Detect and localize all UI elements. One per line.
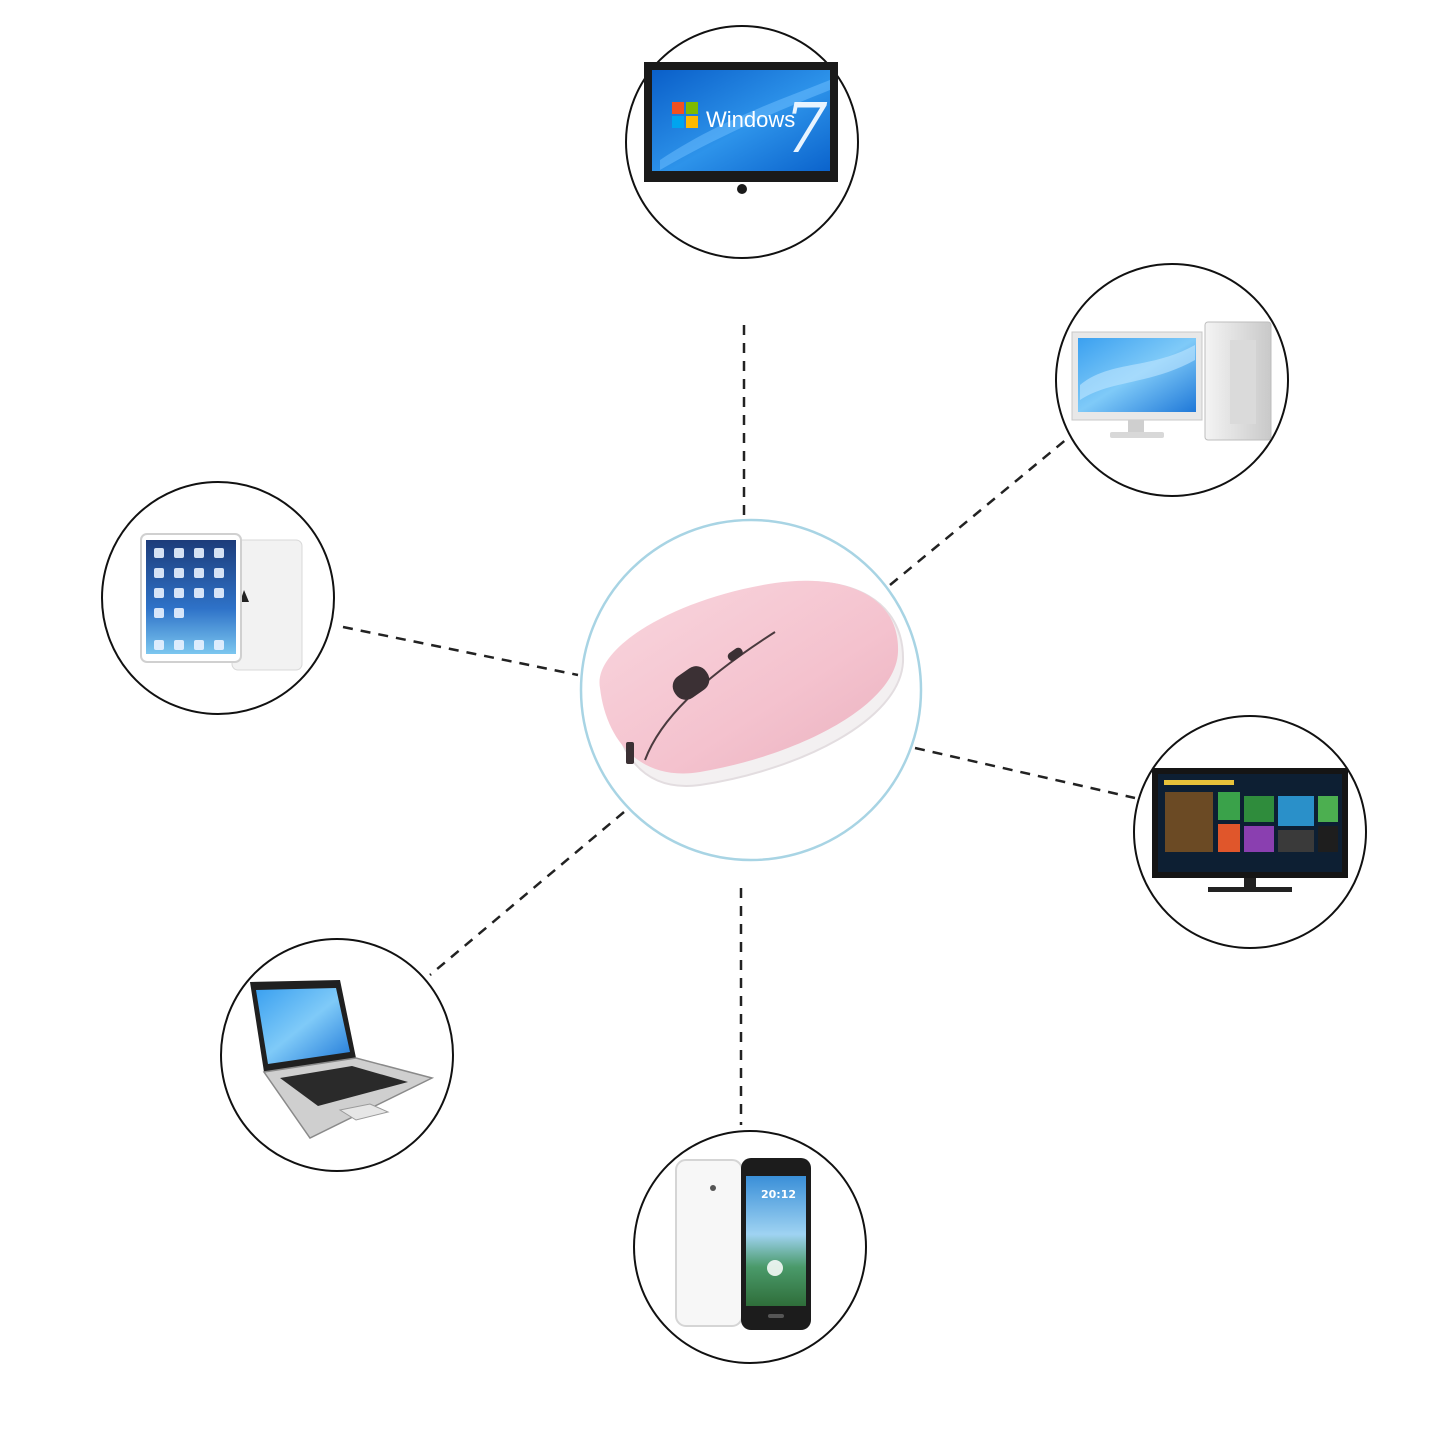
laptop-icon xyxy=(250,980,435,1139)
windows-version: 7 xyxy=(784,90,828,169)
windows-monitor-icon: Windows 7 xyxy=(644,62,838,194)
connector-upper-right xyxy=(889,437,1069,586)
scroll-wheel-icon xyxy=(672,666,710,700)
desktop-computer-icon xyxy=(1071,321,1272,441)
mouse-icon xyxy=(599,580,905,787)
smartphone-icon: 20:12 xyxy=(675,1158,811,1330)
connector-lines xyxy=(342,325,1136,1125)
connector-upper-left xyxy=(342,625,579,677)
tablet-icon xyxy=(140,533,303,671)
windows-logo-icon xyxy=(672,102,698,128)
tablet-app-grid xyxy=(154,548,224,650)
connector-lower-right xyxy=(914,746,1136,800)
connector-lower-left xyxy=(429,811,625,976)
windows-label: Windows xyxy=(706,107,795,132)
phone-clock: 20:12 xyxy=(761,1188,796,1201)
smart-tv-icon xyxy=(1152,768,1348,892)
